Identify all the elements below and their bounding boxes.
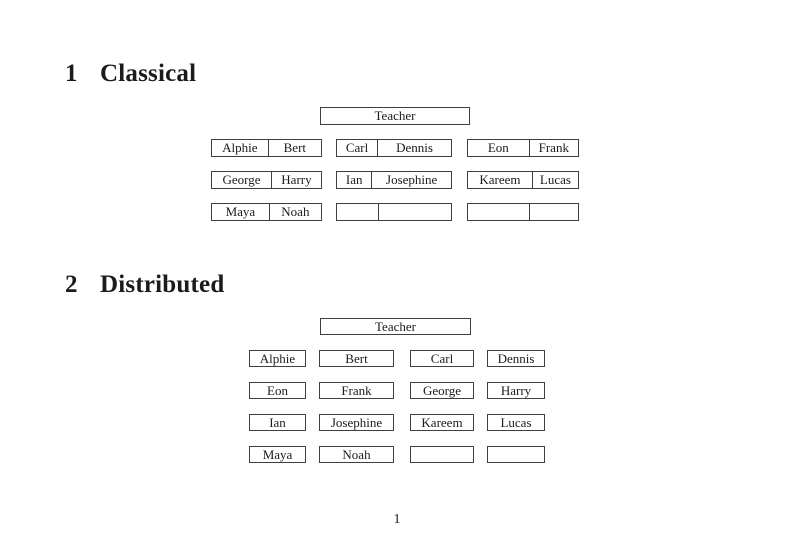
desk-single: Carl [410, 350, 474, 367]
desk-seat-right: Josephine [386, 172, 438, 187]
desk-single: Ian [249, 414, 306, 431]
desk-seat-right: Bert [283, 140, 307, 155]
desk [467, 203, 579, 221]
section-title: Distributed [100, 271, 225, 298]
desk: George Harry [211, 171, 322, 189]
desk-single: Kareem [410, 414, 474, 431]
page-number: 1 [393, 512, 401, 527]
desk-single: Lucas [487, 414, 545, 431]
desk-seat-left: Kareem [468, 172, 533, 188]
desk-single: Frank [319, 382, 394, 399]
desk: Eon Frank [467, 139, 579, 157]
desk-single: Noah [319, 446, 394, 463]
teacher-box: Teacher [320, 318, 471, 335]
desk-seat-left: Alphie [212, 140, 269, 156]
desk-seat-right [379, 204, 451, 220]
desk-seat-right: Harry [281, 172, 312, 187]
desk-seat-right [530, 204, 578, 220]
section-heading-distributed: 2 Distributed [65, 271, 224, 299]
desk-seat-left: Eon [468, 140, 530, 156]
desk-single [487, 446, 545, 463]
teacher-box: Teacher [320, 107, 470, 125]
desk-single [410, 446, 474, 463]
desk-single: Dennis [487, 350, 545, 367]
desk: Carl Dennis [336, 139, 452, 157]
desk [336, 203, 452, 221]
section-number: 2 [65, 271, 78, 298]
desk-seat-left: Maya [212, 204, 270, 220]
desk-seat-left: Ian [337, 172, 373, 188]
desk-seat-left [337, 204, 380, 220]
desk-single: Josephine [319, 414, 394, 431]
desk-seat-left: Carl [337, 140, 379, 156]
desk: Kareem Lucas [467, 171, 579, 189]
desk-single: Alphie [249, 350, 306, 367]
desk: Alphie Bert [211, 139, 322, 157]
desk-single: Eon [249, 382, 306, 399]
desk-seat-right: Noah [281, 204, 310, 219]
desk-seat-left [468, 204, 530, 220]
desk-seat-right: Dennis [396, 140, 433, 155]
desk-single: George [410, 382, 474, 399]
desk-single: Bert [319, 350, 394, 367]
desk: Ian Josephine [336, 171, 452, 189]
desk-single: Maya [249, 446, 306, 463]
desk-seat-left: George [212, 172, 272, 188]
desk: Maya Noah [211, 203, 322, 221]
section-number: 1 [65, 60, 78, 87]
desk-seat-right: Lucas [539, 172, 571, 187]
section-heading-classical: 1 Classical [65, 60, 196, 88]
section-title: Classical [100, 60, 197, 87]
desk-single: Harry [487, 382, 545, 399]
desk-seat-right: Frank [538, 140, 569, 155]
